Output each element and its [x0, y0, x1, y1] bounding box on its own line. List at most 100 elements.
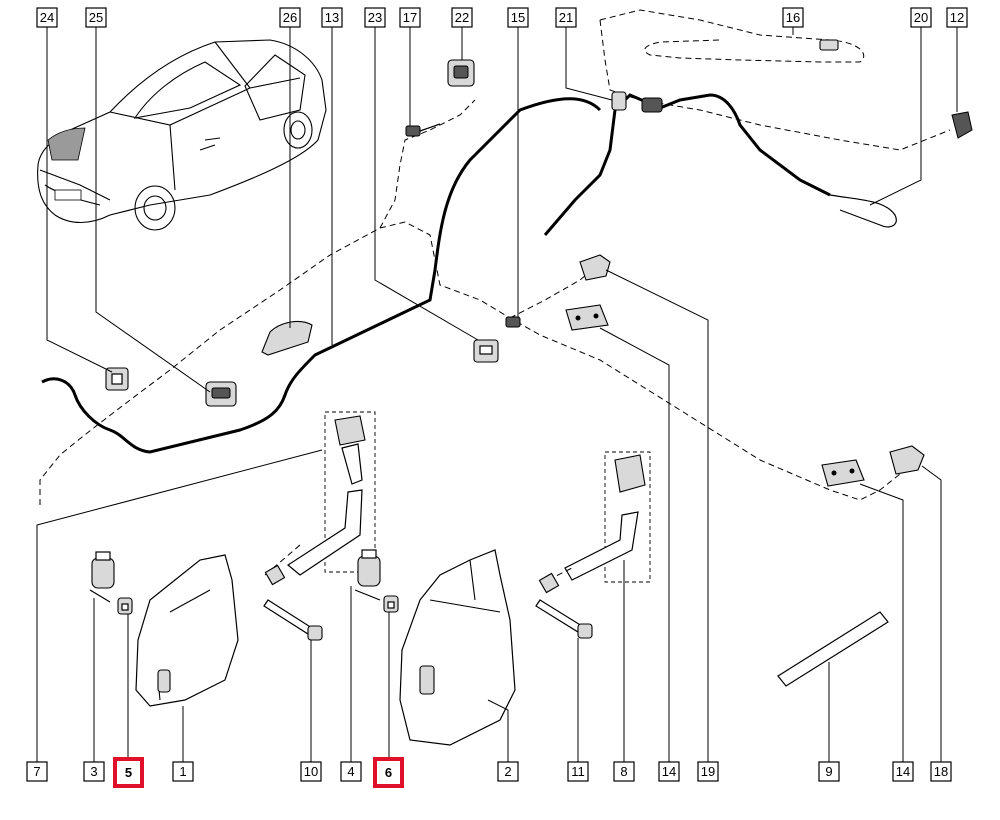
- connector-15: [505, 316, 521, 328]
- hose-tail-20: [829, 194, 897, 228]
- svg-text:22: 22: [455, 10, 469, 25]
- filler-tube-left: [286, 489, 363, 576]
- callout-23: 23: [364, 7, 386, 28]
- bracket-14-lower: [821, 459, 865, 487]
- left-reservoir-group: [89, 411, 376, 707]
- svg-text:9: 9: [825, 764, 832, 779]
- seal-5: [117, 597, 133, 615]
- svg-text:25: 25: [89, 10, 103, 25]
- svg-text:24: 24: [40, 10, 54, 25]
- svg-text:1: 1: [179, 764, 186, 779]
- callout-9: 9: [818, 761, 840, 782]
- connector-21: [611, 91, 663, 113]
- callout-3: 3: [83, 761, 105, 782]
- svg-text:19: 19: [701, 764, 715, 779]
- svg-text:2: 2: [504, 764, 511, 779]
- callout-14-right: 14: [892, 761, 914, 782]
- dashed-route-lower: [39, 221, 906, 505]
- svg-text:6: 6: [385, 765, 392, 780]
- svg-text:4: 4: [347, 764, 354, 779]
- washer-hose-main: [41, 97, 602, 454]
- callout-10: 10: [300, 761, 322, 782]
- svg-text:23: 23: [368, 10, 382, 25]
- callout-1: 1: [172, 761, 194, 782]
- reservoir-2: [399, 549, 516, 746]
- svg-text:18: 18: [934, 764, 948, 779]
- right-reservoir-group: [354, 451, 651, 746]
- callout-19: 19: [697, 761, 719, 782]
- callout-11: 11: [567, 761, 589, 782]
- rear-hose-segment: [543, 93, 831, 236]
- callouts-top: 24 25 26 13 23 17 22 15 21 16 20 12: [36, 7, 968, 28]
- clip-23: [473, 339, 499, 363]
- reservoir-1: [135, 554, 239, 707]
- bracket-14-upper: [565, 304, 609, 331]
- filler-neck-left: [341, 443, 363, 485]
- leader-lines: [36, 27, 958, 762]
- seal-6: [383, 595, 399, 613]
- grommet-12: [951, 111, 973, 139]
- svg-text:3: 3: [90, 764, 97, 779]
- clip-left: [264, 564, 286, 586]
- callout-26: 26: [279, 7, 301, 28]
- bracket-18: [889, 445, 925, 475]
- dashed-route-upper: [599, 9, 865, 63]
- grommet-25: [205, 381, 237, 407]
- svg-text:12: 12: [950, 10, 964, 25]
- hose-routing: [39, 9, 951, 505]
- callout-12: 12: [946, 7, 968, 28]
- filler-dashbox-left: [324, 411, 376, 573]
- nozzle-16: [819, 39, 839, 51]
- callout-8: 8: [613, 761, 635, 782]
- callout-4: 4: [340, 761, 362, 782]
- svg-text:26: 26: [283, 10, 297, 25]
- filler-cap-right: [614, 454, 646, 493]
- callout-5-highlighted: 5: [113, 757, 144, 788]
- vehicle-illustration: [37, 39, 327, 231]
- connector-17: [405, 123, 441, 137]
- pump-3: [89, 551, 115, 603]
- filler-cap-left: [334, 415, 366, 446]
- callout-25: 25: [85, 7, 107, 28]
- callout-14-left: 14: [658, 761, 680, 782]
- svg-text:13: 13: [325, 10, 339, 25]
- svg-text:11: 11: [571, 764, 585, 779]
- callout-22: 22: [451, 7, 473, 28]
- screw-10: [263, 599, 323, 641]
- callout-18: 18: [930, 761, 952, 782]
- pump-4: [354, 549, 381, 601]
- svg-text:10: 10: [304, 764, 318, 779]
- rod-9: [777, 611, 889, 687]
- clip-22: [447, 59, 475, 87]
- svg-text:5: 5: [125, 765, 132, 780]
- svg-text:15: 15: [511, 10, 525, 25]
- svg-text:20: 20: [914, 10, 928, 25]
- callout-6-highlighted: 6: [373, 757, 404, 788]
- callout-13: 13: [321, 7, 343, 28]
- clip-right: [538, 572, 560, 594]
- svg-text:14: 14: [662, 764, 676, 779]
- callout-21: 21: [555, 7, 577, 28]
- cover-26: [261, 320, 313, 356]
- svg-text:7: 7: [33, 764, 40, 779]
- callout-2: 2: [497, 761, 519, 782]
- callout-15: 15: [507, 7, 529, 28]
- bracket-19: [579, 254, 611, 281]
- parts: [105, 39, 973, 687]
- filler-tube-right: [564, 511, 639, 581]
- svg-text:17: 17: [403, 10, 417, 25]
- callout-17: 17: [399, 7, 421, 28]
- svg-text:16: 16: [786, 10, 800, 25]
- svg-text:14: 14: [896, 764, 910, 779]
- callout-20: 20: [910, 7, 932, 28]
- screw-11: [535, 599, 593, 639]
- clip-24: [105, 367, 129, 391]
- callout-7: 7: [26, 761, 48, 782]
- callouts-bottom: 7 3 5 1 10 4 6 2 11 8 14 19 9 14 18: [26, 757, 952, 788]
- callout-24: 24: [36, 7, 58, 28]
- svg-text:21: 21: [559, 10, 573, 25]
- svg-text:8: 8: [620, 764, 627, 779]
- filler-dashbox-right: [604, 451, 651, 583]
- callout-16: 16: [782, 7, 804, 28]
